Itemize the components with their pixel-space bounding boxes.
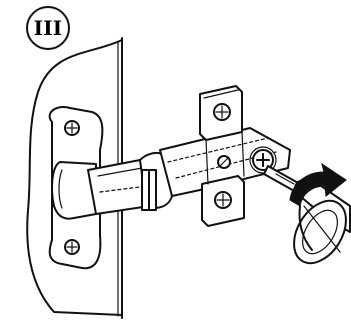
hinge-arm-icon [87,127,291,215]
clockwise-rotation-arrow-icon [289,162,347,251]
mounting-plate-icon [199,85,245,227]
step-badge-icon: III [26,6,70,50]
step-number: III [34,16,63,40]
hinge-cup-icon [48,106,104,270]
